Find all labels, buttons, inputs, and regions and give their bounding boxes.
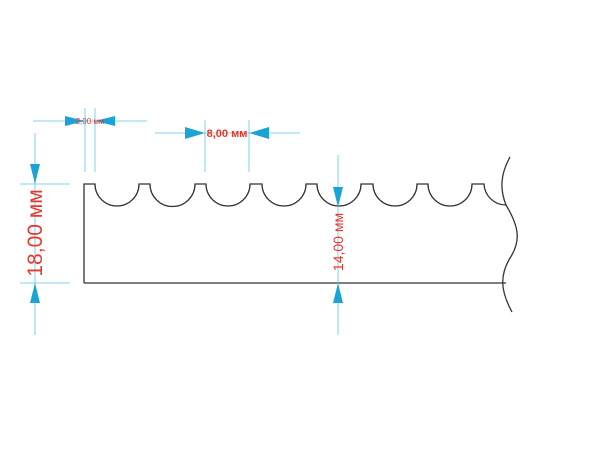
- dimension-total-height: 18,00 мм: [20, 133, 70, 335]
- dimension-tooth-width: 8,00 мм: [155, 120, 300, 172]
- arrow-down-icon: [30, 164, 40, 184]
- arrow-right-icon: [185, 127, 205, 139]
- arrow-left-icon: [95, 116, 115, 126]
- dimension-tooth-top: 2,00 мм: [33, 108, 147, 172]
- tooth-top-width-label: 2,00 мм: [76, 117, 105, 126]
- tooth-width-label: 8,00 мм: [207, 128, 248, 140]
- total-height-label: 18,00 мм: [24, 189, 47, 276]
- arrow-right-icon: [65, 116, 85, 126]
- dimension-base-height: 14,00 мм: [330, 155, 346, 335]
- arrow-up-icon: [30, 283, 40, 303]
- base-height-label: 14,00 мм: [330, 213, 346, 271]
- arrow-down-icon: [333, 187, 343, 207]
- arrow-left-icon: [249, 127, 269, 139]
- break-line: [501, 156, 518, 313]
- belt-profile-outline: [83, 183, 507, 283]
- arrow-up-icon: [333, 283, 343, 303]
